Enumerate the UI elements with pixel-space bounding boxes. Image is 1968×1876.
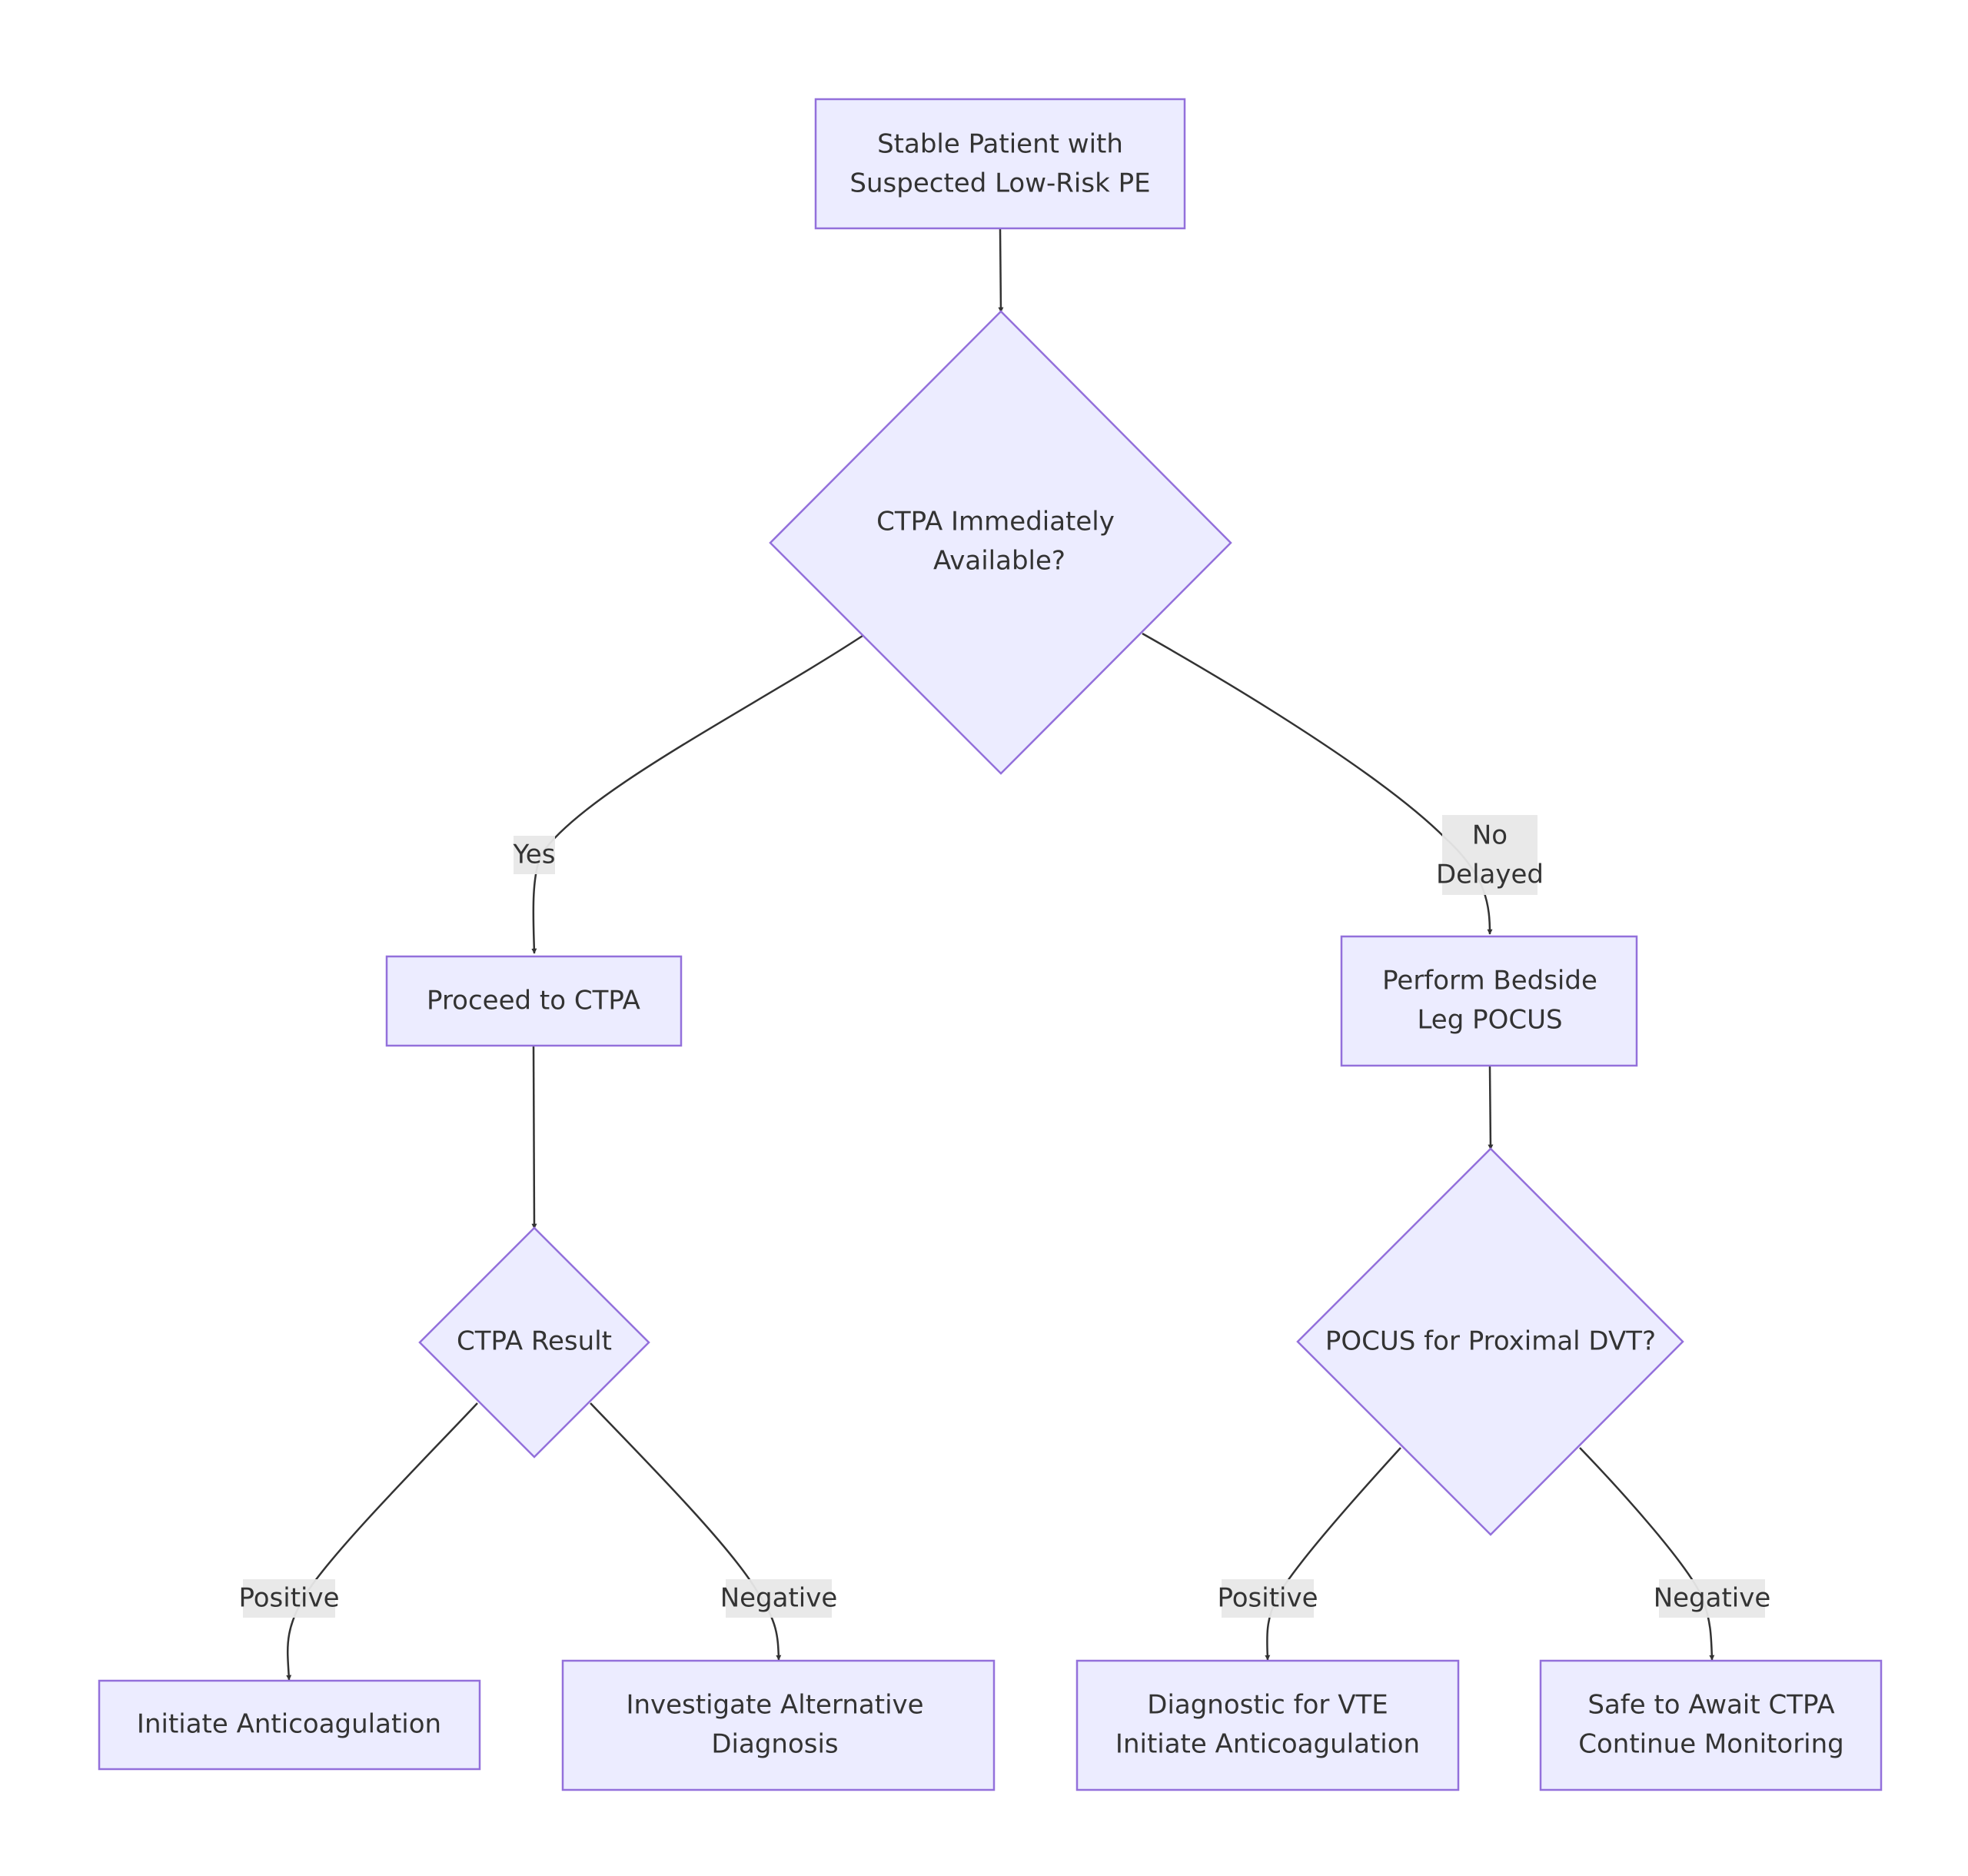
edge-ctpa-positive — [286, 1402, 478, 1681]
node-investigate-line-1: Investigate Alternative — [626, 1690, 923, 1721]
node-initiate[interactable]: Initiate Anticoagulation — [98, 1679, 481, 1771]
node-pocus[interactable]: Perform Bedside Leg POCUS — [1340, 935, 1638, 1067]
node-safe-await-line-1: Safe to Await CTPA — [1587, 1690, 1834, 1721]
edge-label-pocus-positive: Positive — [1217, 1579, 1318, 1618]
node-ctpa-result[interactable]: CTPA Result — [418, 1226, 650, 1459]
node-diagnostic-vte-line-1: Diagnostic for VTE — [1147, 1690, 1388, 1721]
node-diagnostic-vte[interactable]: Diagnostic for VTE Initiate Anticoagulat… — [1075, 1659, 1460, 1791]
node-diagnostic-vte-line-2: Initiate Anticoagulation — [1115, 1729, 1420, 1760]
edge-yes — [531, 634, 863, 954]
edge-ctpa-negative — [590, 1402, 782, 1661]
edge-label-pocus-negative-text: Negative — [1654, 1583, 1771, 1614]
node-investigate-line-2: Diagnosis — [711, 1729, 838, 1760]
node-decision-ctpa[interactable]: CTPA Immediately Available? — [769, 310, 1232, 775]
nodes: Stable Patient with Suspected Low-Risk P… — [98, 98, 1883, 1791]
node-decision-ctpa-line-1: CTPA Immediately — [876, 507, 1115, 537]
node-ctpa-result-text: CTPA Result — [457, 1326, 612, 1357]
edge-label-delayed-text: Delayed — [1436, 860, 1544, 890]
node-proceed-ctpa-text: Proceed to CTPA — [427, 986, 640, 1016]
edge-pocus-negative — [1579, 1447, 1715, 1661]
node-pocus-dvt[interactable]: POCUS for Proximal DVT? — [1296, 1147, 1684, 1536]
node-initiate-text: Initiate Anticoagulation — [137, 1709, 441, 1740]
node-proceed-ctpa[interactable]: Proceed to CTPA — [385, 955, 683, 1047]
node-investigate[interactable]: Investigate Alternative Diagnosis — [561, 1659, 996, 1791]
node-start-line-2: Suspected Low-Risk PE — [849, 168, 1150, 199]
edge-pocus-to-dvt — [1488, 1066, 1494, 1150]
edge-label-ctpa-positive: Positive — [238, 1579, 340, 1618]
edge-label-ctpa-positive-text: Positive — [238, 1583, 339, 1614]
edge-start-to-decision — [998, 228, 1004, 313]
edge-pocus-positive — [1265, 1447, 1401, 1661]
edge-label-yes-text: Yes — [513, 840, 556, 870]
node-safe-await-line-2: Continue Monitoring — [1578, 1729, 1844, 1760]
node-start[interactable]: Stable Patient with Suspected Low-Risk P… — [814, 98, 1186, 230]
edge-label-yes: Yes — [513, 836, 556, 874]
edge-label-pocus-negative: Negative — [1654, 1579, 1771, 1618]
node-pocus-line-2: Leg POCUS — [1417, 1005, 1562, 1036]
node-safe-await[interactable]: Safe to Await CTPA Continue Monitoring — [1539, 1659, 1883, 1791]
node-start-line-1: Stable Patient with — [877, 129, 1123, 160]
edge-label-no-text: No — [1472, 820, 1508, 851]
node-pocus-dvt-text: POCUS for Proximal DVT? — [1325, 1326, 1656, 1357]
node-pocus-line-1: Perform Bedside — [1382, 966, 1597, 996]
node-decision-ctpa-line-2: Available? — [933, 546, 1065, 577]
edge-labels: Yes No Delayed Positive Negative Positiv… — [238, 815, 1770, 1618]
edge-label-ctpa-negative-text: Negative — [720, 1583, 838, 1614]
edges — [286, 228, 1715, 1681]
edge-no-delayed — [1142, 632, 1493, 935]
edge-label-no-delayed: No Delayed — [1436, 815, 1544, 895]
edge-label-ctpa-negative: Negative — [720, 1579, 838, 1618]
edge-label-pocus-positive-text: Positive — [1217, 1583, 1318, 1614]
